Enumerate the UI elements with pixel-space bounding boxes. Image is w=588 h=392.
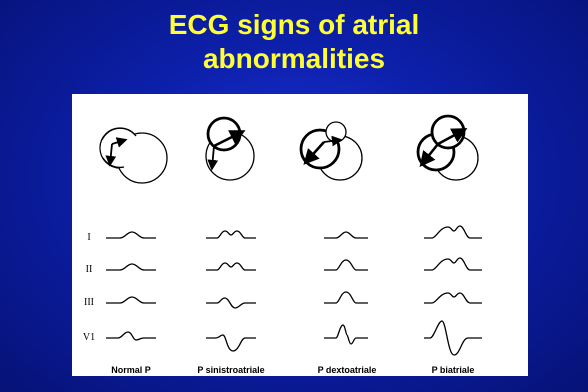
wave-sinistro-V1	[206, 335, 256, 351]
ecg-row-lead-III	[106, 292, 482, 308]
wave-biatrial-III	[424, 293, 482, 303]
wave-sinistro-III	[206, 298, 256, 308]
wave-dextro-I	[324, 232, 368, 238]
wave-biatrial-I	[424, 226, 482, 238]
wave-sinistro-II	[206, 263, 256, 270]
wave-dextro-III	[324, 292, 368, 303]
heart-diagram-normal	[100, 128, 167, 183]
ecg-figure: I II III V1 Normal P P sinistroatriale P…	[72, 94, 528, 376]
wave-dextro-II	[324, 260, 368, 270]
wave-dextro-V1	[324, 325, 368, 344]
caption-normal-p: Normal P	[76, 365, 186, 375]
ecg-row-lead-I	[106, 226, 482, 238]
wave-sinistro-I	[206, 231, 256, 238]
wave-normal-I	[106, 232, 156, 238]
title-line-1: ECG signs of atrial	[0, 8, 588, 42]
lead-label-III: III	[82, 297, 96, 308]
lead-label-I: I	[82, 232, 96, 243]
title-line-2: abnormalities	[0, 42, 588, 76]
wave-normal-III	[106, 297, 156, 303]
ecg-diagram	[72, 94, 528, 376]
slide-title: ECG signs of atrial abnormalities	[0, 8, 588, 76]
caption-p-dextoatriale: P dextoatriale	[292, 365, 402, 375]
ecg-row-lead-II	[106, 258, 482, 270]
caption-p-biatriale: P biatriale	[398, 365, 508, 375]
lead-label-II: II	[82, 264, 96, 275]
heart-diagram-dextoatriale	[301, 122, 362, 180]
heart-diagram-biatriale	[418, 116, 478, 180]
wave-normal-V1	[106, 332, 156, 340]
lead-label-V1: V1	[82, 332, 96, 343]
wave-biatrial-II	[424, 258, 482, 270]
heart-diagram-sinistroatriale	[206, 118, 254, 180]
caption-p-sinistroatriale: P sinistroatriale	[176, 365, 286, 375]
wave-biatrial-V1	[424, 321, 482, 355]
ecg-row-lead-V1	[106, 321, 482, 355]
wave-normal-II	[106, 264, 156, 270]
